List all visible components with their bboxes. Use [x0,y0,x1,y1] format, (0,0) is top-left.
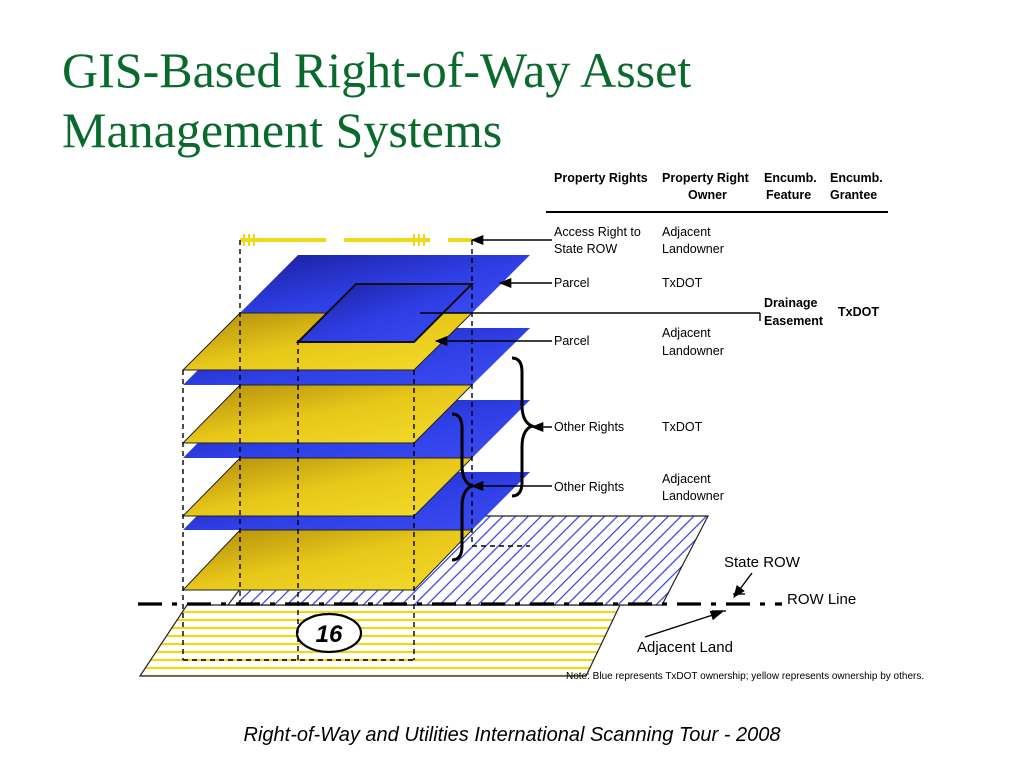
encumbrance-feature-line2: Easement [764,314,824,328]
row4-owner: TxDOT [662,420,703,434]
state-row-label: State ROW [724,554,801,571]
header-owner-line2: Owner [688,188,727,202]
header-feature-line2: Feature [766,188,811,202]
row3-owner-line1: Adjacent [662,326,711,340]
row5-owner-line1: Adjacent [662,472,711,486]
encumbrance-feature-line1: Drainage [764,296,818,310]
title-line-1: GIS-Based Right-of-Way Asset [62,42,692,98]
header-feature-line1: Encumb. [764,171,817,185]
encumbrance-grantee: TxDOT [838,305,879,319]
row1-right-line2: State ROW [554,242,617,256]
leader-arrows [420,234,761,492]
row-line-label: ROW Line [787,591,856,608]
color-note: Note: Blue represents TxDOT ownership; y… [566,671,925,682]
row2-owner: TxDOT [662,276,703,290]
row3-owner-line2: Landowner [662,344,724,358]
row1-owner-line2: Landowner [662,242,724,256]
header-property-rights: Property Rights [554,171,648,185]
projection-lines [182,240,530,661]
row5-owner-line2: Landowner [662,489,724,503]
parcel-16-marker: 16 [295,612,363,654]
adjacent-land-label: Adjacent Land [637,639,733,656]
row2-right: Parcel [554,276,589,290]
parcel-16-label: 16 [316,621,343,648]
slide-footer: Right-of-Way and Utilities International… [243,724,781,746]
header-grantee-line1: Encumb. [830,171,883,185]
ground-arrows [644,572,753,638]
row5-right: Other Rights [554,480,624,494]
access-right-line [240,234,472,246]
title-line-2: Management Systems [62,102,503,158]
adjacent-land-ground [138,604,621,677]
layer-1-drainage-easement [295,283,475,343]
attribute-table: Property Rights Property Right Owner Enc… [546,171,888,503]
row3-right: Parcel [554,334,589,348]
row1-owner-line1: Adjacent [662,225,711,239]
header-grantee-line2: Grantee [830,188,877,202]
header-owner-line1: Property Right [662,171,750,185]
row1-right-line1: Access Right to [554,225,641,239]
row4-right: Other Rights [554,420,624,434]
slide-title: GIS-Based Right-of-Way Asset Management … [62,40,822,160]
